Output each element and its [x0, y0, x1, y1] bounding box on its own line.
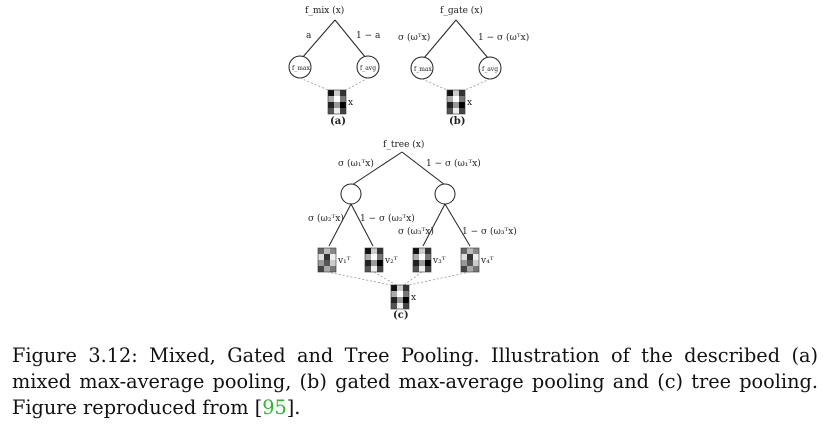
panel-c-mid-right-right-label: 1 − σ (ω₃ᵀx) — [462, 226, 517, 237]
panel-c-input-patch — [390, 284, 410, 310]
panel-c-top-left-edge-label: σ (ω₁ᵀx) — [338, 158, 374, 169]
panel-c-leaf-2-patch — [364, 247, 384, 273]
panel-c-leaf-4-label: v₄ᵀ — [480, 256, 494, 266]
figure-diagram: f_mix (x) a 1 − a f_max f_avg x (a) f_ga… — [288, 5, 529, 321]
panel-b-root-label: f_gate (x) — [440, 5, 483, 16]
panel-a-right-edge-label: 1 − a — [356, 31, 381, 41]
panel-a-caption-label: (a) — [330, 116, 346, 127]
panel-b-avg-leaf-label: f_avg — [482, 66, 498, 73]
panel-c-leaf-1-patch — [317, 247, 337, 273]
panel-c-leaf-4-patch — [460, 247, 480, 273]
panel-a-avg-leaf-label: f_avg — [360, 65, 376, 72]
caption-ref-close: ]. — [286, 396, 301, 419]
panel-b-left-edge-label: σ (ωᵀx) — [398, 32, 430, 43]
figure-caption: Figure 3.12: Mixed, Gated and Tree Pooli… — [12, 343, 818, 421]
panel-c-top-right-edge-label: 1 − σ (ω₁ᵀx) — [426, 158, 481, 169]
panel-b-input-label: x — [467, 98, 472, 108]
panel-c-mid-left-left-label: σ (ω₂ᵀx) — [308, 213, 344, 224]
panel-c-leaf-2-label: v₂ᵀ — [384, 256, 398, 266]
panel-a-root-label: f_mix (x) — [305, 5, 344, 16]
panel-b-input-patch — [446, 89, 466, 115]
panel-a-max-leaf-label: f_max — [292, 65, 310, 72]
panel-c-right-node — [434, 183, 456, 205]
panel-c-leaf-1-label: v₁ᵀ — [337, 256, 351, 266]
panel-c-left-node — [340, 183, 362, 205]
panel-c-root-label: f_tree (x) — [383, 139, 424, 150]
panel-b-right-edge-label: 1 − σ (ωᵀx) — [478, 32, 529, 43]
caption-ref-open: [ — [254, 396, 263, 419]
panel-c: f_tree (x) σ (ω₁ᵀx) 1 − σ (ω₁ᵀx) σ (ω₂ᵀx… — [308, 139, 517, 321]
panel-a-input-label: x — [348, 98, 353, 108]
panel-c-leaf-3-label: v₃ᵀ — [432, 256, 446, 266]
panel-a: f_mix (x) a 1 − a f_max f_avg x (a) — [288, 5, 381, 127]
caption-text: Figure 3.12: Mixed, Gated and Tree Pooli… — [12, 344, 818, 419]
citation-link[interactable]: 95 — [262, 396, 287, 419]
panel-a-left-edge-label: a — [306, 31, 312, 41]
panel-a-input-patch — [327, 89, 347, 115]
panel-c-leaf-3-patch — [412, 247, 432, 273]
panel-c-mid-left-right-label: 1 − σ (ω₂ᵀx) — [360, 213, 415, 224]
panel-c-input-label: x — [411, 293, 416, 303]
panel-b-max-leaf-label: f_max — [414, 66, 432, 73]
panel-c-caption-label: (c) — [393, 310, 409, 321]
panel-c-mid-right-left-label: σ (ω₃ᵀx) — [398, 226, 434, 237]
panel-b-caption-label: (b) — [449, 116, 465, 127]
panel-b: f_gate (x) σ (ωᵀx) 1 − σ (ωᵀx) f_max f_a… — [398, 5, 529, 127]
